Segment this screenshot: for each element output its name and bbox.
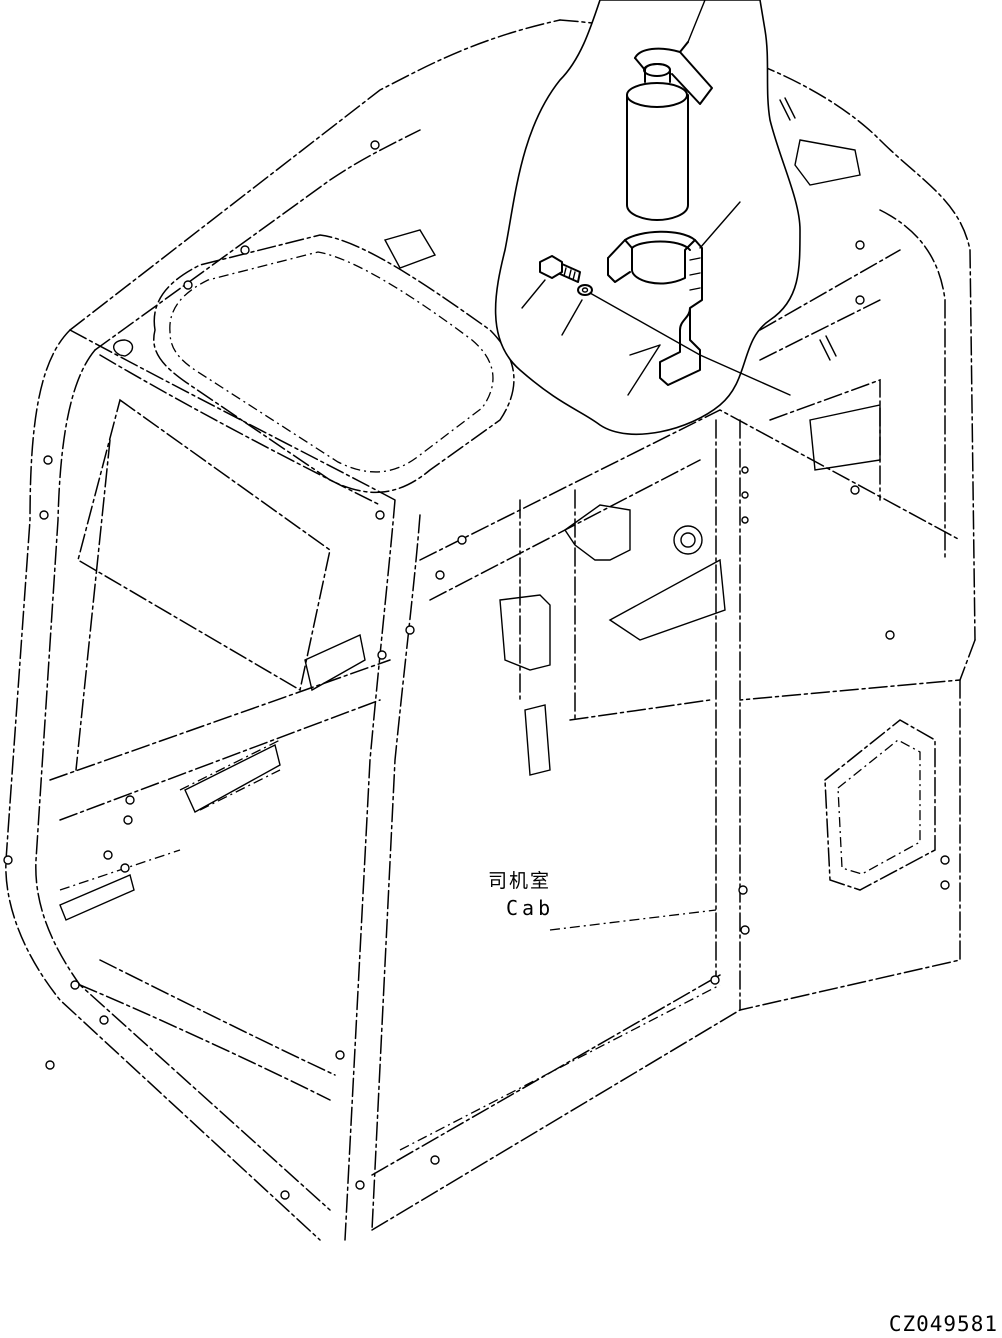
cab-outline	[5, 19, 976, 1241]
interior-brackets	[59, 139, 881, 921]
mounting-bolt	[539, 255, 581, 283]
detail-bubble	[494, 0, 801, 436]
roof-hatching	[779, 97, 837, 361]
leader-line-bolt	[521, 279, 546, 309]
leader-line-washer	[561, 299, 583, 336]
leader-line-extinguisher	[687, 0, 706, 43]
washer	[577, 284, 593, 296]
leader-line-bracket-foot	[627, 344, 661, 396]
extinguisher-bracket	[607, 230, 703, 386]
cab-label-english: Cab	[506, 896, 555, 920]
mounting-axis-line	[589, 292, 791, 396]
cab-label-chinese: 司机室	[488, 870, 552, 892]
leader-line-bracket	[699, 201, 741, 249]
frame-bolts	[3, 140, 950, 1200]
fire-extinguisher	[626, 41, 713, 221]
figure-id: CZ049581	[888, 1312, 998, 1336]
